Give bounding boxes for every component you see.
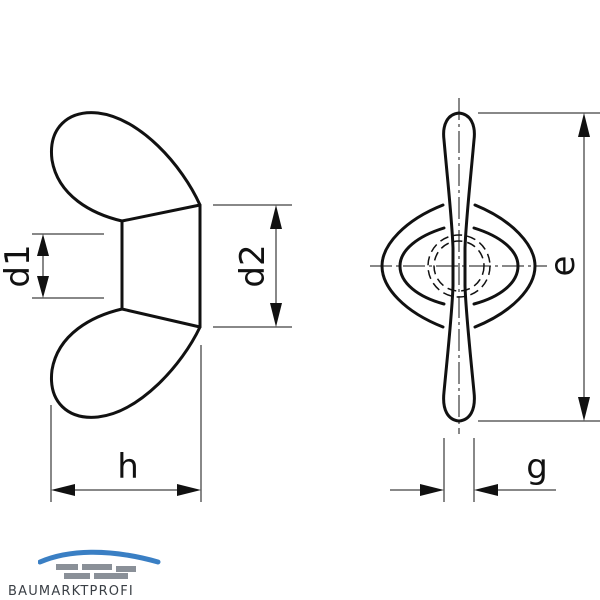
g-label: g	[526, 447, 548, 487]
front-view	[370, 98, 547, 434]
e-dimension: e	[478, 112, 600, 422]
d2-dimension: d2	[213, 204, 292, 328]
brand-name: BAUMARKTPROFI	[8, 584, 134, 599]
brand-house-icon	[38, 549, 161, 579]
d1-label: d1	[0, 244, 38, 287]
lower-wing-outline	[50, 307, 202, 419]
d1-dimension: d1	[0, 233, 104, 299]
nut-body-outline	[120, 203, 202, 329]
d2-label: d2	[233, 244, 273, 287]
e-label: e	[543, 256, 583, 277]
brand-logo: BAUMARKTPROFI	[8, 548, 168, 600]
inner-collar-outline	[398, 226, 446, 306]
g-dimension: g	[390, 438, 556, 502]
upper-wing-outline	[50, 111, 202, 223]
side-view	[50, 111, 202, 419]
h-dimension: h	[50, 345, 202, 502]
h-label: h	[117, 447, 139, 487]
